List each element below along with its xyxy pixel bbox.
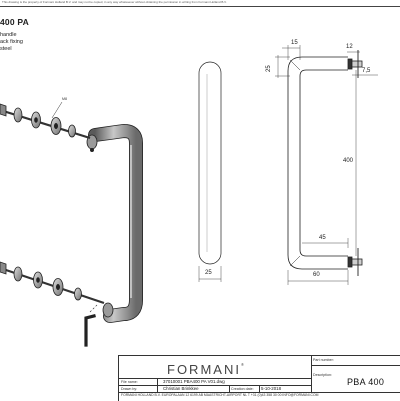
tb-cell-divider-2 (229, 385, 230, 392)
description-label: Description: (313, 373, 332, 377)
brand-registered-mark: ® (240, 362, 244, 367)
tb-divider-right (311, 365, 400, 366)
tb-divider-row (119, 385, 311, 386)
tb-divider-mid (119, 378, 311, 379)
brand-logo: FORMANI® (167, 362, 244, 377)
stud-bottom-block (347, 256, 353, 268)
fixing-rod-top (0, 108, 91, 140)
creation-date-label: Creation date: (231, 387, 254, 391)
washer-bottom-hole-3 (56, 283, 61, 290)
tb-cell-divider-1 (157, 378, 158, 392)
file-name-label: File name: (121, 380, 138, 384)
product-description: handle ack fixing steel (0, 32, 23, 52)
washer-top-1 (13, 107, 23, 123)
stud-bottom-rod (351, 258, 363, 266)
profile-chamfer-bottom (289, 255, 301, 267)
profile-chamfer-top (289, 59, 301, 71)
washer-bottom-4 (74, 287, 82, 301)
product-code-title: 400 PA (0, 17, 29, 27)
allen-key (84, 314, 96, 347)
drawn-by-label: Drawn by: (121, 387, 138, 391)
file-name-value: 37010001 PBA400 PA V01.dwg (163, 379, 225, 384)
stud-top-block (347, 58, 353, 70)
description-line-2: ack fixing (0, 38, 23, 45)
title-block: FORMANI® Part number: Description: PBA 4… (118, 355, 400, 401)
front-dim-height-label: 25 (266, 65, 272, 72)
profile-inner (299, 69, 348, 257)
creation-date-value: 5-10-2018 (261, 386, 282, 391)
washer-top-4 (68, 124, 76, 138)
section-dim-top-label: 12 (346, 44, 353, 50)
washer-top-hole-3 (54, 123, 59, 130)
isometric-view (0, 101, 143, 347)
washer-bottom-1 (13, 266, 23, 282)
brand-name: FORMANI (167, 362, 241, 377)
section-dim-length-label: 400 (343, 158, 354, 164)
tb-cell-divider-3 (259, 385, 260, 392)
rod-bottom-start (0, 261, 7, 275)
grub-screw-hole (90, 147, 95, 152)
description-line-1: handle (0, 32, 17, 38)
company-footer: FORMANI HOLLAND B.V. EUROPALAAN 12 6199 … (121, 393, 319, 397)
screw-leader (51, 101, 63, 119)
tb-divider-bottom (119, 392, 400, 393)
copyright-notice: This drawing is the property of Formani … (2, 1, 227, 4)
handle-body-fill (88, 124, 143, 323)
tb-divider-vertical (311, 356, 312, 392)
side-view (198, 61, 222, 282)
stud-top-rod (351, 60, 363, 68)
description-line-3: steel (0, 45, 12, 52)
side-bar-outline (198, 61, 222, 265)
section-view (287, 50, 378, 285)
section-dim-depth-label: 60 (313, 272, 320, 278)
frame-top-line (0, 6, 400, 7)
section-dim-offset-label: 7,5 (362, 68, 371, 74)
washer-bottom-hole-2 (36, 277, 40, 283)
section-dim-inner-label: 45 (319, 235, 326, 241)
screw-size-label: M8 (62, 97, 67, 101)
handle-leg-end-bottom (102, 302, 114, 318)
profile-outer (287, 56, 348, 270)
description-value: PBA 400 (347, 377, 385, 387)
rod-top-start (0, 103, 7, 117)
allen-key-dash-1 (89, 304, 98, 313)
front-view-dims (275, 45, 301, 78)
drawn-by-value: Christian Brinkkee (163, 386, 199, 391)
side-dim-width-label: 25 (205, 270, 212, 276)
front-dim-width-label: 15 (291, 40, 298, 46)
washer-top-hole-2 (34, 117, 38, 123)
part-number-label: Part number: (313, 358, 334, 362)
